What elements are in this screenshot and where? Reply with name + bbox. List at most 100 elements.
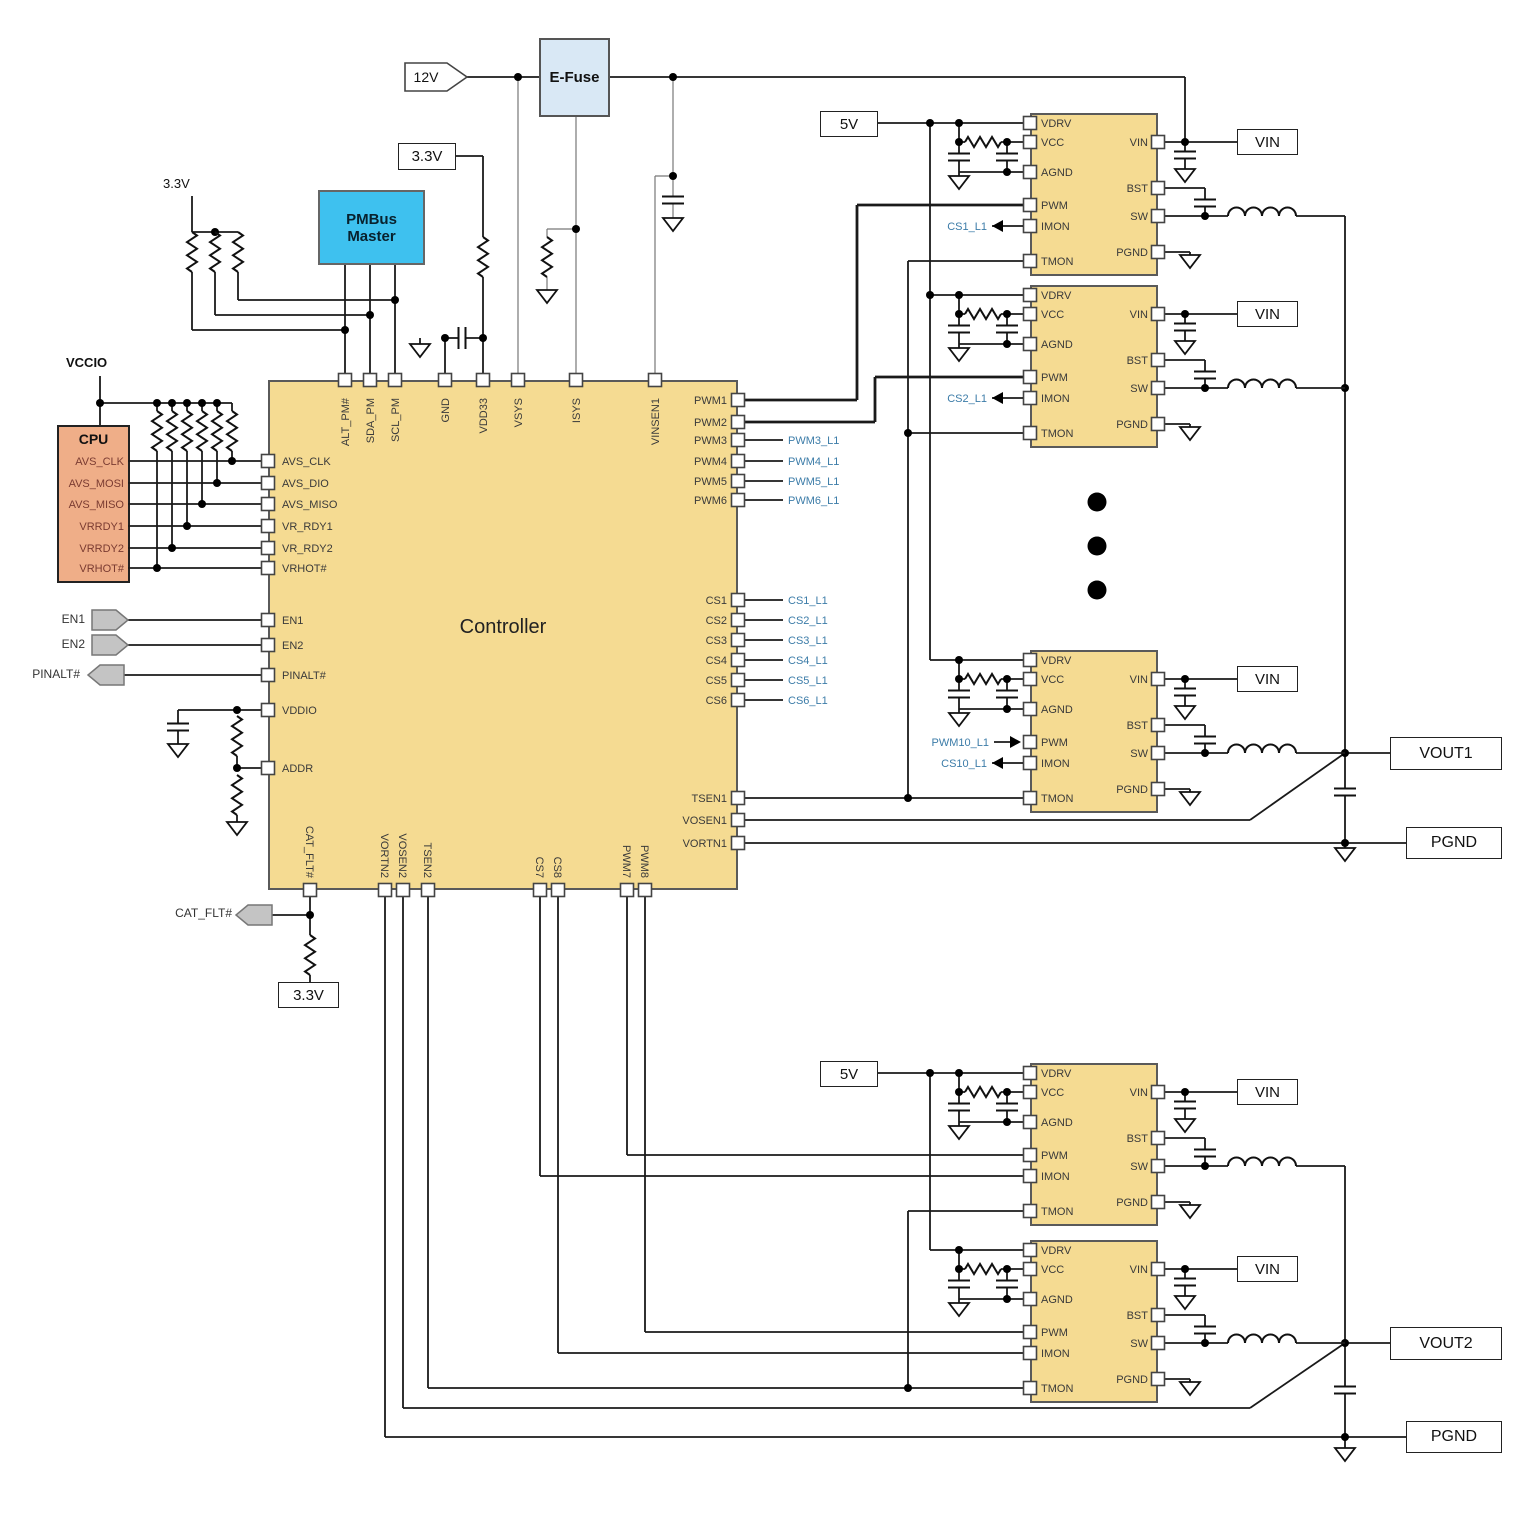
- stage-pin-left: [1022, 253, 1038, 269]
- stage-pin-left: [1022, 197, 1038, 213]
- junction-dot: [955, 138, 963, 146]
- controller-left-pin-label: AVS_MISO: [282, 499, 338, 511]
- efuse-block: E-Fuse: [539, 38, 610, 117]
- stage-pin-label: PGND: [1116, 1197, 1148, 1209]
- stage-pin-label: TMON: [1041, 1206, 1073, 1218]
- stage-imon-net-label: CS10_L1: [941, 758, 987, 770]
- pwm-net-label: PWM5_L1: [788, 476, 839, 488]
- stage-pin-left: [1022, 115, 1038, 131]
- junction-dot: [233, 764, 241, 772]
- controller-top-pin-label: VDD33: [478, 398, 490, 433]
- cs-net-label: CS6_L1: [788, 695, 828, 707]
- inductor: [1227, 378, 1297, 389]
- junction-dot: [213, 399, 221, 407]
- controller-pin-right: [730, 414, 746, 430]
- pinalt-label: PINALT#: [32, 667, 80, 681]
- stage-pin-label: VCC: [1041, 1087, 1064, 1099]
- resistor: [180, 410, 194, 452]
- controller-pin-bottom: [619, 882, 635, 898]
- power-stage-5: [1030, 1240, 1158, 1403]
- resistor: [964, 672, 1002, 686]
- stage-pin-label: PWM: [1041, 1327, 1068, 1339]
- stage-pin-left: [1022, 390, 1038, 406]
- controller-right-pin-label: CS1: [706, 595, 727, 607]
- junction-dot: [955, 675, 963, 683]
- rail-3v3-bottom-box: 3.3V: [278, 982, 339, 1008]
- rail-3v3-top-box: 3.3V: [398, 143, 456, 170]
- stage-pin-label: PWM: [1041, 200, 1068, 212]
- cpu-pin-label: VRRDY2: [79, 543, 124, 555]
- stage-pin-label: SW: [1130, 383, 1148, 395]
- rail-12v-label: 12V: [414, 69, 440, 85]
- controller-pin-top: [337, 372, 353, 388]
- resistor: [964, 135, 1002, 149]
- junction-dot: [228, 457, 236, 465]
- en2-arrow: [91, 634, 130, 656]
- junction-dot: [669, 73, 677, 81]
- vccio-label: VCCIO: [66, 355, 108, 370]
- junction-dot: [1201, 1339, 1209, 1347]
- controller-pin-top: [510, 372, 526, 388]
- junction-dot: [153, 399, 161, 407]
- stage-pin-left: [1022, 1084, 1038, 1100]
- resistor: [150, 410, 164, 452]
- controller-right-pin-label: PWM6: [694, 495, 727, 507]
- resistor: [231, 231, 245, 273]
- wire: [1249, 752, 1346, 821]
- stage-pin-label: BST: [1127, 183, 1149, 195]
- resistor: [964, 1262, 1002, 1276]
- controller-right-pin-label: PWM3: [694, 435, 727, 447]
- ground-symbol: [1178, 426, 1202, 442]
- junction-dot: [955, 1246, 963, 1254]
- junction-dot: [1003, 1295, 1011, 1303]
- stage-pin-label: IMON: [1041, 221, 1070, 233]
- junction-dot: [1341, 1433, 1349, 1441]
- junction-dot: [183, 522, 191, 530]
- stage-pin-left: [1022, 1147, 1038, 1163]
- cs-net-label: CS1_L1: [788, 595, 828, 607]
- ground-symbol: [1333, 1447, 1357, 1463]
- controller-right-pin-label: PWM2: [694, 417, 727, 429]
- stage-pin-right: [1150, 671, 1166, 687]
- junction-dot: [183, 399, 191, 407]
- stage-pin-label: PGND: [1116, 1374, 1148, 1386]
- controller-pin-top: [568, 372, 584, 388]
- pinalt-arrow: [86, 664, 125, 686]
- cpu-pin-label: AVS_CLK: [75, 456, 124, 468]
- controller-pin-right: [730, 672, 746, 688]
- stage-pin-label: BST: [1127, 355, 1149, 367]
- controller-right-pin-label: CS5: [706, 675, 727, 687]
- junction-dot: [366, 311, 374, 319]
- stage-pin-left: [1022, 701, 1038, 717]
- stage-pin-left: [1022, 1261, 1038, 1277]
- stage-pin-label: TMON: [1041, 1383, 1073, 1395]
- stage-pin-right: [1150, 306, 1166, 322]
- stage-pin-label: SW: [1130, 1161, 1148, 1173]
- stage-pin-left: [1022, 671, 1038, 687]
- junction-dot: [391, 296, 399, 304]
- stage-pin-left: [1022, 1065, 1038, 1081]
- cs-net-label: CS4_L1: [788, 655, 828, 667]
- resistor: [195, 410, 209, 452]
- stage-pin-label: VIN: [1130, 1087, 1148, 1099]
- ground-symbol: [166, 743, 190, 759]
- stage-pin-left: [1022, 1380, 1038, 1396]
- resistor: [230, 715, 244, 757]
- stage-pin-label: TMON: [1041, 793, 1073, 805]
- resistor: [230, 774, 244, 816]
- junction-dot: [168, 399, 176, 407]
- junction-dot: [514, 73, 522, 81]
- stage-pin-left: [1022, 1203, 1038, 1219]
- ground-symbol: [1178, 1204, 1202, 1220]
- controller-pin-left: [260, 760, 276, 776]
- controller-pin-right: [730, 790, 746, 806]
- junction-dot: [1181, 138, 1189, 146]
- stage-pin-label: BST: [1127, 720, 1149, 732]
- ground-symbol: [947, 1125, 971, 1141]
- controller-pin-right: [730, 835, 746, 851]
- stage-pin-left: [1022, 755, 1038, 771]
- resistor: [210, 410, 224, 452]
- controller-pin-right: [730, 592, 746, 608]
- stage-pin-right: [1150, 1261, 1166, 1277]
